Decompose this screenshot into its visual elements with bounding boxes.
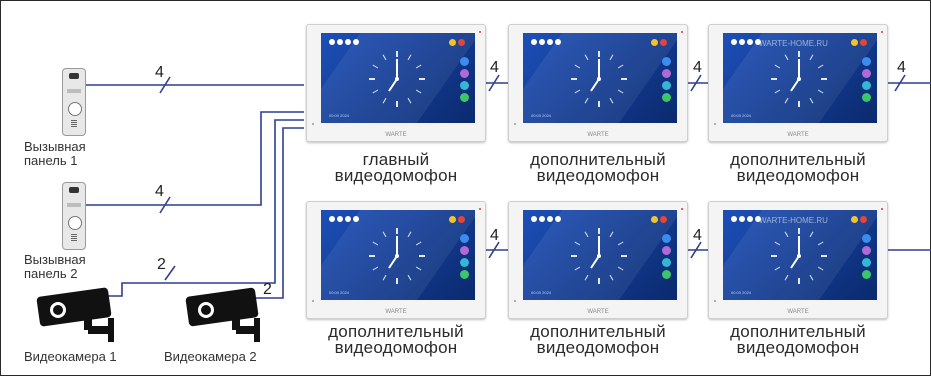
wire-count-bottom-1-2: 4 [490, 227, 499, 244]
wire-count-camera2: 2 [263, 281, 272, 298]
monitor-screen: 00:00 2024 [523, 210, 677, 300]
wire-camera1 [108, 119, 304, 297]
watermark-text: WARTE-HOME.RU [759, 216, 828, 225]
camera-1-icon [36, 287, 114, 342]
camera-2-icon [185, 287, 260, 342]
call-panel-2-icon [62, 182, 86, 250]
monitor-screen: 00:00 2024 [321, 210, 475, 300]
monitor-brand: WARTE [385, 309, 407, 315]
wire-count-bottom-2-3: 4 [693, 227, 702, 244]
monitor-brand: WARTE [587, 132, 609, 138]
wire-count-panel1: 4 [155, 64, 164, 81]
monitor-screen: 00:00 2024 [523, 33, 677, 123]
wire-panel2 [85, 111, 304, 206]
call-panel-1-icon [62, 68, 86, 136]
wire-count-top-3-out: 4 [897, 59, 906, 76]
monitor-brand: WARTE [587, 309, 609, 315]
camera-2-label: Видеокамера 2 [164, 349, 257, 364]
monitor-screen: 00:00 2024 [321, 33, 475, 123]
wire-count-panel2: 4 [155, 183, 164, 200]
monitor-brand: WARTE [787, 309, 809, 315]
wire-count-top-2-3: 4 [693, 59, 702, 76]
wire-count-camera1: 2 [157, 256, 166, 273]
watermark-text: WARTE-HOME.RU [759, 39, 828, 48]
camera-1-label: Видеокамера 1 [24, 349, 117, 364]
monitor-brand: WARTE [787, 132, 809, 138]
wire-count-top-1-2: 4 [490, 59, 499, 76]
monitor-brand: WARTE [385, 132, 407, 138]
